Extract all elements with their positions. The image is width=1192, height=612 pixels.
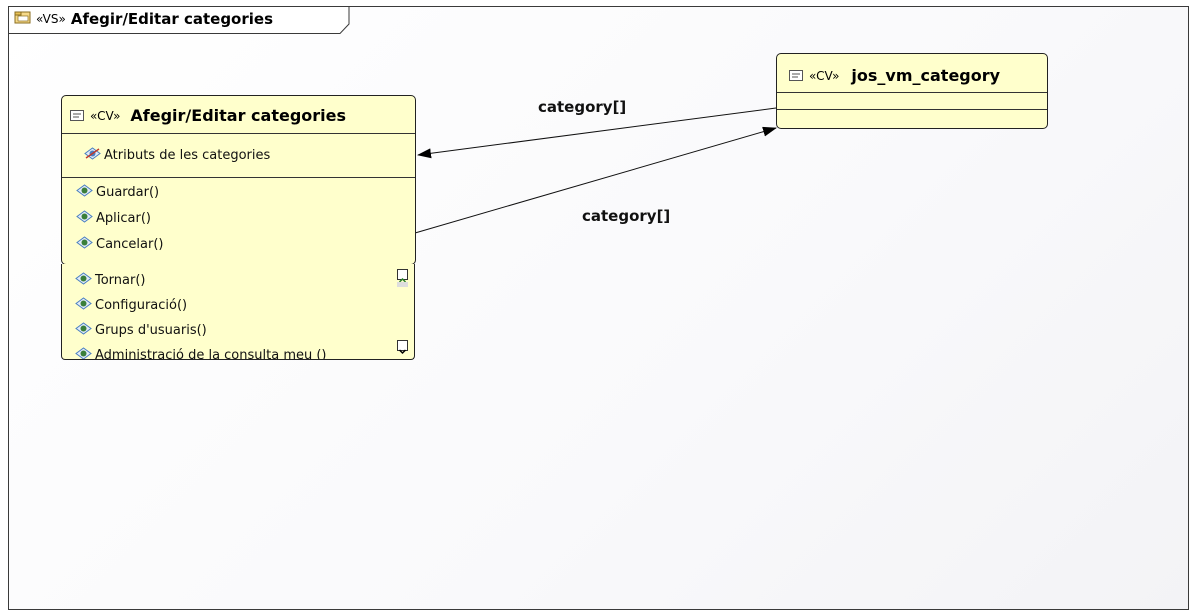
operation-icon: [76, 210, 93, 227]
operation-item[interactable]: Configuració(): [75, 297, 187, 314]
attribute-icon: [84, 147, 101, 164]
scroll-track[interactable]: [397, 282, 408, 287]
operation-item[interactable]: Guardar(): [76, 184, 159, 201]
chevron-up-icon: [398, 277, 407, 283]
frame-stereotype: «VS»: [36, 12, 66, 26]
chevron-down-icon: [398, 349, 407, 355]
association-lower-label: category[]: [582, 207, 671, 225]
association-to-table: [414, 126, 777, 234]
view-class-stereotype: «CV»: [90, 108, 121, 123]
frame-title: Afegir/Editar categories: [70, 10, 274, 28]
operation-icon: [75, 297, 92, 314]
operation-icon: [75, 347, 92, 359]
class-icon: [70, 106, 84, 125]
association-upper-label: category[]: [538, 98, 627, 116]
operation-item[interactable]: Tornar(): [75, 272, 146, 289]
association-to-view: [417, 107, 777, 159]
operation-item[interactable]: Administració de la consulta meu (): [75, 347, 327, 359]
operation-icon: [76, 236, 93, 253]
view-state-icon: [14, 10, 31, 28]
operations-overflow-compartment[interactable]: Tornar() Configuració() Grups d'usuaris(…: [61, 264, 415, 360]
data-class-name: jos_vm_category: [851, 66, 1001, 85]
operation-icon: [76, 184, 93, 201]
operation-icon: [75, 322, 92, 339]
data-class-stereotype: «CV»: [809, 68, 840, 83]
view-class-box[interactable]: «CV» Afegir/Editar categories Atributs d…: [61, 95, 416, 265]
view-class-name: Afegir/Editar categories: [130, 106, 347, 125]
operation-item[interactable]: Aplicar(): [76, 210, 151, 227]
data-class-box[interactable]: «CV» jos_vm_category: [776, 53, 1048, 129]
operation-item[interactable]: Cancelar(): [76, 236, 164, 253]
scroll-up-button[interactable]: [397, 269, 408, 283]
operation-icon: [75, 272, 92, 289]
attribute-item[interactable]: Atributs de les categories: [84, 147, 270, 164]
class-icon: [789, 66, 803, 85]
diagram-frame-tab[interactable]: «VS» Afegir/Editar categories: [8, 6, 350, 34]
scroll-down-button[interactable]: [397, 340, 408, 355]
operation-item[interactable]: Grups d'usuaris(): [75, 322, 207, 339]
